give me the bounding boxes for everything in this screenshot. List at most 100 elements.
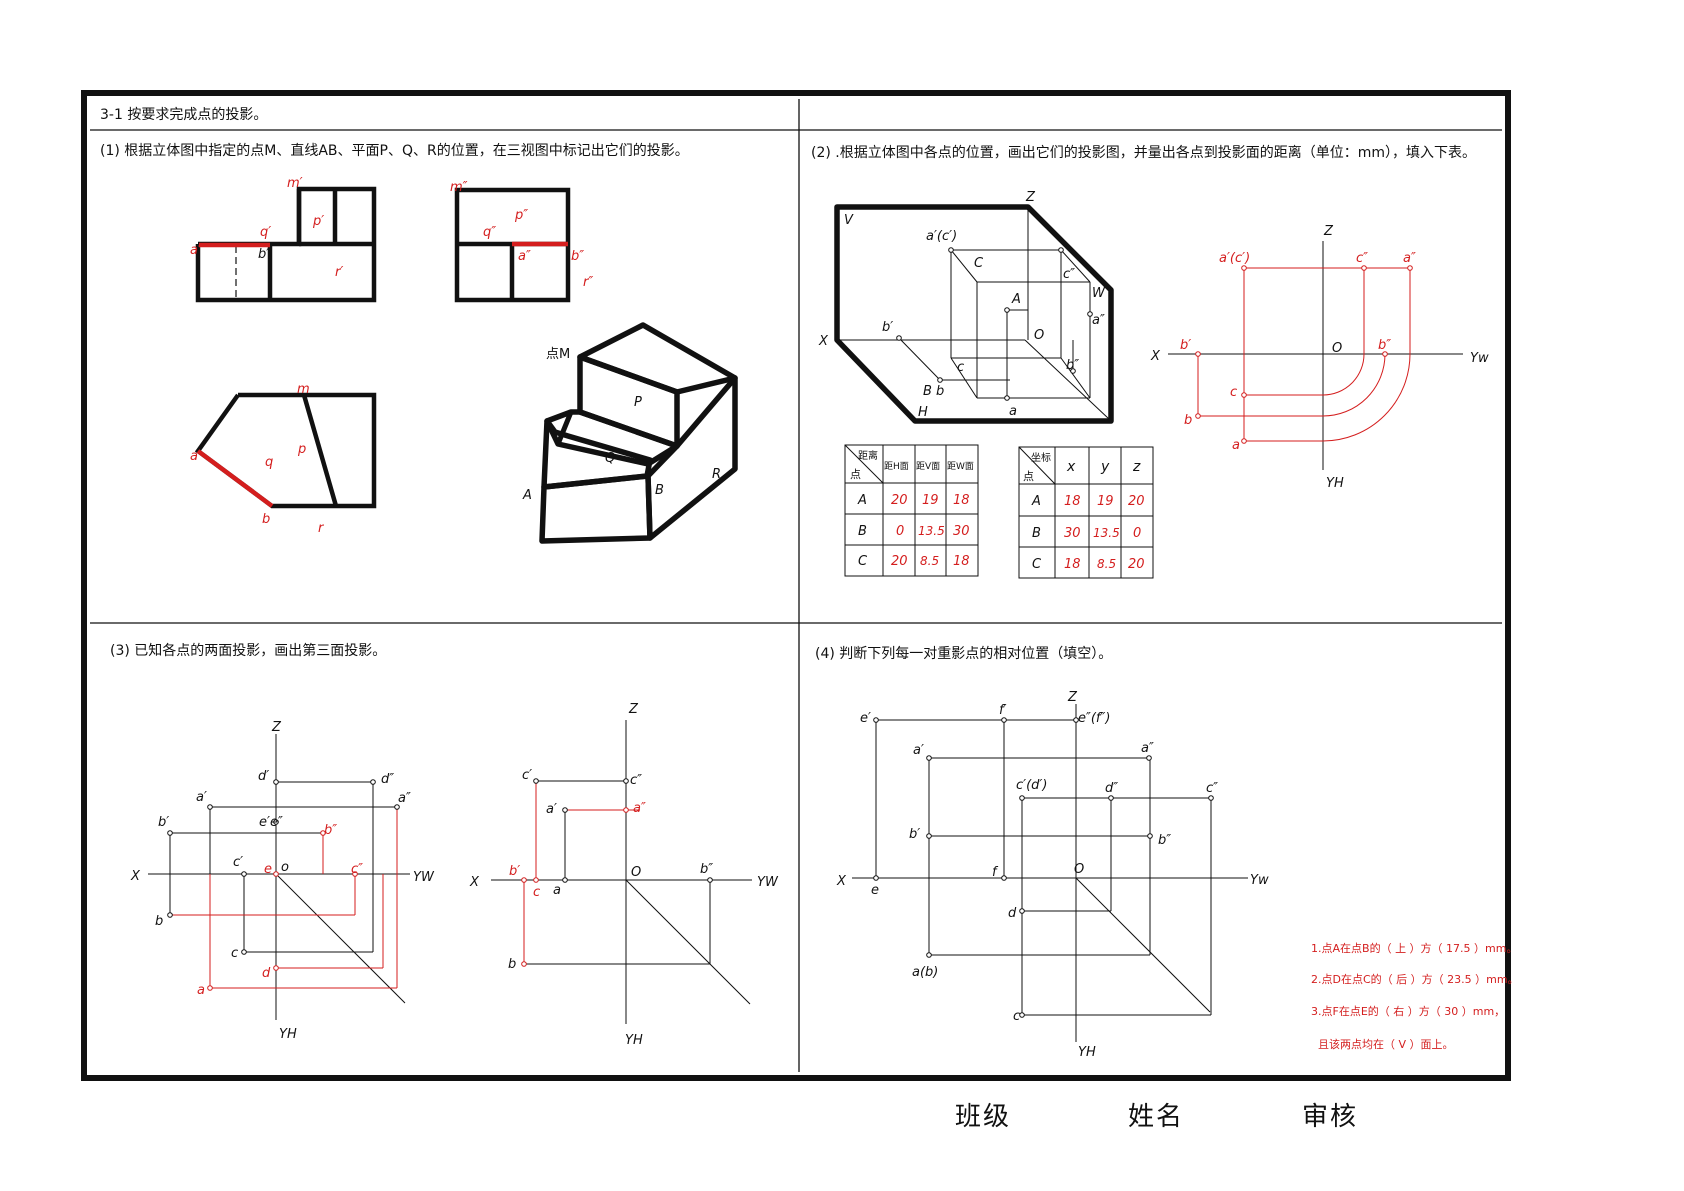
top-label-b: b	[262, 512, 270, 527]
top-label-q: q	[265, 455, 273, 470]
proj2-label-yw: Yw	[1470, 351, 1489, 366]
side-label-p: p″	[514, 208, 528, 223]
p4-points	[873, 717, 1214, 1018]
p3l-label-d2: d″	[381, 772, 394, 787]
coord-row-c-y: 8.5	[1097, 557, 1116, 571]
p4-label-b1: b′	[909, 827, 920, 842]
p4-answers: 1.点A在点B的（ 上 ）方（ 17.5 ）mm。 2.点D在点C的（ 后 ）方…	[1311, 941, 1519, 1051]
coord-row-a-y: 19	[1097, 494, 1114, 509]
iso2-label-a: a	[1009, 404, 1017, 419]
iso2-label-a2: a″	[1092, 313, 1105, 328]
p1-front-view	[195, 186, 377, 303]
p4-label-f: f	[992, 865, 999, 880]
dist-row-a-w: 18	[953, 493, 970, 508]
p2-iso-labels: Z V W X a′(c′) C A O c″ a″ b′ c b″ B b a…	[818, 190, 1106, 420]
question-1-caption: (1) 根据立体图中指定的点M、直线AB、平面P、Q、R的位置，在三视图中标记出…	[100, 143, 689, 159]
dist-header-h: 距H面	[884, 461, 909, 472]
exercise-title: 3-1 按要求完成点的投影。	[100, 107, 268, 123]
p3-left-projection	[148, 734, 410, 1020]
p4-label-d: d	[1008, 906, 1017, 921]
coord-row-a-z: 20	[1128, 494, 1145, 509]
footer-name-label: 姓名	[1128, 1102, 1185, 1132]
p3l-label-c1: c′	[233, 855, 243, 870]
p1-top-view	[194, 392, 377, 509]
p4-label-d2: d″	[1105, 781, 1118, 796]
p3l-label-b: b	[155, 914, 163, 929]
iso2-label-bb: B b	[923, 384, 944, 399]
proj2-label-o: O	[1332, 341, 1342, 356]
dist-header-w: 距W面	[947, 461, 974, 472]
p3l-label-c2: c″	[351, 862, 363, 877]
iso-label-r: R	[712, 467, 721, 482]
p3r-label-yh: YH	[625, 1033, 643, 1048]
p3-right-projection	[491, 720, 752, 1024]
p4-label-c: c	[1013, 1009, 1020, 1024]
p3r-label-b: b	[508, 957, 516, 972]
p3r-label-z: Z	[628, 702, 639, 717]
dist-row-a-point: A	[857, 493, 867, 508]
answer-2: 2.点D在点C的（ 后 ）方（ 23.5 ）mm。	[1311, 972, 1519, 986]
iso-label-p: P	[634, 395, 642, 410]
front-label-p: p′	[312, 214, 324, 229]
p3l-label-c: c	[231, 946, 238, 961]
p4-labels: Z X O Yw YH e′ f′ e″(f″) a′ a″ c′(d′) d″…	[836, 690, 1269, 1060]
answer-3: 3.点F在点E的（ 右 ）方（ 30 ）mm，	[1311, 1004, 1505, 1018]
p3r-label-yw: YW	[757, 875, 779, 890]
p3r-label-a: a	[553, 883, 561, 898]
coord-row-b-point: B	[1032, 526, 1041, 541]
p1-isometric-model	[539, 322, 738, 544]
p2-projection	[1168, 241, 1463, 470]
p4-label-c2: c″	[1206, 781, 1218, 796]
p4-label-z: Z	[1067, 690, 1078, 705]
coord-corner-bottom: 点	[1023, 470, 1034, 483]
coord-row-c-x: 18	[1064, 557, 1081, 572]
coord-row-a-x: 18	[1064, 494, 1081, 509]
coord-row-b-x: 30	[1064, 526, 1081, 541]
iso2-label-b1: b′	[882, 320, 893, 335]
p3l-label-d: d	[262, 966, 271, 981]
side-label-a: a″	[518, 249, 531, 264]
side-label-q: q″	[483, 225, 496, 240]
question-3-caption: (3) 已知各点的两面投影，画出第三面投影。	[110, 643, 387, 659]
top-label-m: m	[297, 382, 310, 397]
coordinate-table: 坐标 点 x y z A 18 19 20 B 30 13.5 0 C 18 8…	[1018, 446, 1154, 579]
side-label-r: r″	[583, 275, 593, 290]
p3r-label-b1: b′	[509, 864, 520, 879]
distance-table: 距离 点 距H面 距V面 距W面 A 20 19 18 B 0 13.5 30 …	[844, 444, 979, 577]
p3l-label-z: Z	[271, 720, 282, 735]
front-label-a: a′	[190, 243, 201, 258]
p3-right-labels: Z X YW YH O c′ c″ a′ a″ b′ c a b″ b	[469, 702, 779, 1048]
p3r-label-a1: a′	[546, 802, 557, 817]
p4-projection	[852, 704, 1248, 1042]
p4-label-f1: f′	[999, 703, 1007, 718]
iso2-label-a-c: a′(c′)	[926, 229, 957, 244]
p4-label-yw: Yw	[1250, 873, 1269, 888]
iso2-label-z: Z	[1025, 190, 1036, 205]
dist-row-b-v: 13.5	[918, 524, 945, 538]
dist-row-b-point: B	[858, 524, 867, 539]
p2-proj-labels: Z X O Yw YH a′(c′) c″ a″ b′ b″ c b a	[1150, 224, 1489, 491]
coord-corner-top: 坐标	[1031, 452, 1051, 464]
p3l-label-a: a	[197, 983, 205, 998]
dist-row-b-w: 30	[953, 524, 970, 539]
p3l-label-o: o	[281, 860, 289, 875]
sheet-frame	[81, 90, 1511, 1081]
p4-label-x: X	[836, 874, 847, 889]
proj2-label-b: b	[1184, 413, 1192, 428]
top-label-r: r	[318, 521, 325, 536]
iso-label-a: A	[522, 488, 532, 503]
p3-left-labels: Z X YW YH o d′ d″ a′ a″ b′ e′e″ b″ c′ e …	[130, 720, 435, 1042]
dist-row-a-v: 19	[922, 493, 939, 508]
p3r-label-c2: c″	[630, 773, 642, 788]
proj2-label-c2: c″	[1356, 251, 1368, 266]
p4-label-a2: a″	[1141, 741, 1154, 756]
iso2-label-o: O	[1034, 328, 1044, 343]
p3l-label-ee: e′e″	[259, 815, 283, 830]
p3l-label-a2: a″	[398, 791, 411, 806]
proj2-label-a: a	[1232, 438, 1240, 453]
dist-header-v: 距V面	[916, 461, 940, 472]
side-label-m: m″	[450, 180, 468, 195]
p4-label-a1: a′	[913, 743, 924, 758]
answer-4: 且该两点均在（ V ）面上。	[1318, 1037, 1454, 1051]
iso2-label-c-upper: C	[974, 256, 984, 271]
